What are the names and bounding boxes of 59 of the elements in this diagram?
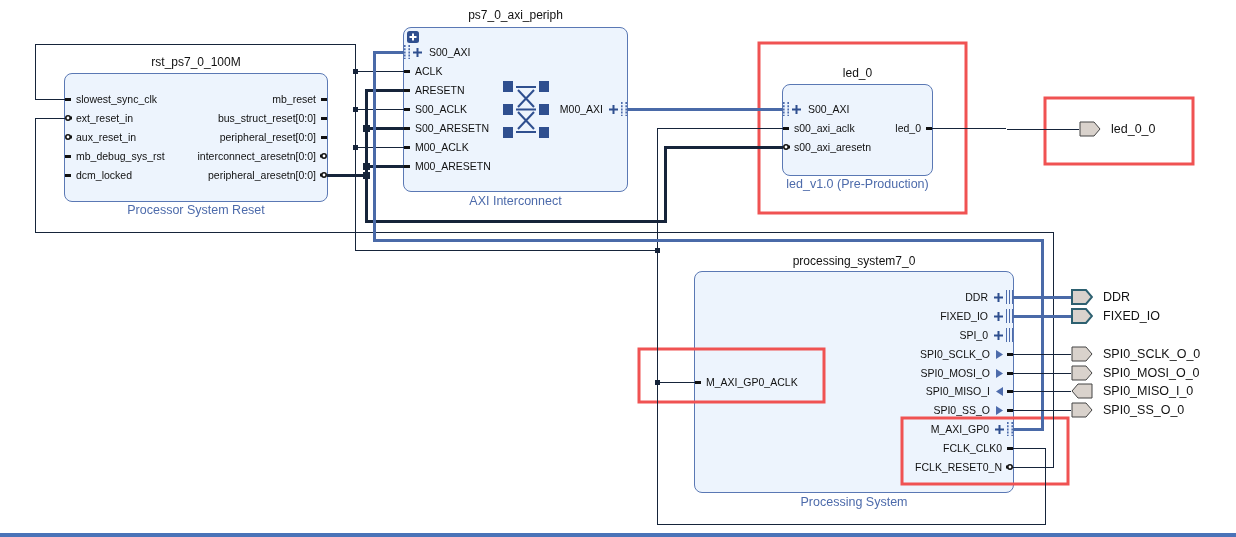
port-name: FIXED_IO: [1103, 308, 1160, 324]
port-name: s00_axi_aresetn: [794, 141, 872, 153]
port-name: dcm_locked: [76, 169, 133, 181]
port-name: bus_struct_reset[0:0]: [217, 112, 316, 124]
port-name: peripheral_aresetn[0:0]: [208, 169, 316, 181]
ip-name: AXI Interconnect: [469, 193, 562, 209]
port-name: M_AXI_GP0: [930, 423, 989, 435]
port-name: ARESETN: [415, 84, 465, 96]
port-name: S00_ARESETN: [415, 122, 490, 134]
port-name: SPI0_MOSI_O: [920, 367, 990, 379]
port-name: DDR: [1103, 289, 1131, 305]
port-name: M00_AXI: [559, 103, 603, 115]
port-name: mb_debug_sys_rst: [76, 150, 165, 162]
port-name: M00_ARESETN: [415, 160, 491, 172]
port-name: DDR: [965, 291, 988, 303]
wire: [931, 128, 1080, 130]
port-name: aux_reset_in: [76, 131, 137, 143]
port-name: ext_reset_in: [76, 112, 134, 124]
port-name: slowest_sync_clk: [76, 93, 158, 105]
port-name: SPI0_SS_O: [933, 404, 990, 416]
wire: [1012, 354, 1072, 355]
ip-name: Processing System: [800, 494, 908, 510]
wire: [373, 51, 1044, 431]
wire: [35, 44, 1046, 525]
port-name: s00_axi_aclk: [794, 122, 855, 134]
port-name: mb_reset: [272, 93, 316, 105]
instance-name: processing_system7_0: [792, 254, 916, 268]
port-name: M00_ACLK: [415, 141, 469, 153]
port-name: led_0_0: [1111, 121, 1156, 137]
port-name: led_0: [895, 122, 921, 134]
port-name: S00_AXI: [808, 103, 850, 115]
port-name: peripheral_reset[0:0]: [219, 131, 316, 143]
port-name: S00_AXI: [429, 46, 471, 58]
wire: [1012, 373, 1072, 374]
instance-name: ps7_0_axi_periph: [468, 8, 563, 22]
port-name: FCLK_RESET0_N: [915, 461, 1002, 473]
port-name: SPI0_MOSI_O_0: [1103, 365, 1200, 381]
port-name: SPI0_SS_O_0: [1103, 402, 1185, 418]
wire: [627, 108, 783, 111]
port-name: M_AXI_GP0_ACLK: [706, 376, 798, 388]
port-name: interconnect_aresetn[0:0]: [197, 150, 316, 162]
port-name: ACLK: [415, 65, 443, 77]
wire: [1012, 410, 1072, 411]
port-name: SPI0_MISO_I_0: [1103, 383, 1194, 399]
instance-name: led_0: [842, 66, 873, 80]
port-name: SPI0_SCLK_O: [919, 348, 990, 360]
port-name: S00_ACLK: [415, 103, 467, 115]
port-name: SPI0_MISO_I: [925, 385, 990, 397]
ip-name: led_v1.0 (Pre-Production): [786, 176, 929, 192]
ip-name: Processor System Reset: [127, 202, 265, 218]
wire: [1013, 315, 1071, 318]
wire: [1012, 391, 1072, 392]
instance-name: rst_ps7_0_100M: [151, 55, 241, 69]
port-name: SPI0_SCLK_O_0: [1103, 346, 1201, 362]
port-name: FIXED_IO: [940, 310, 988, 322]
wire: [1013, 296, 1071, 299]
port-name: SPI_0: [959, 329, 988, 341]
wire: [35, 118, 1054, 468]
port-name: FCLK_CLK0: [943, 442, 1002, 454]
